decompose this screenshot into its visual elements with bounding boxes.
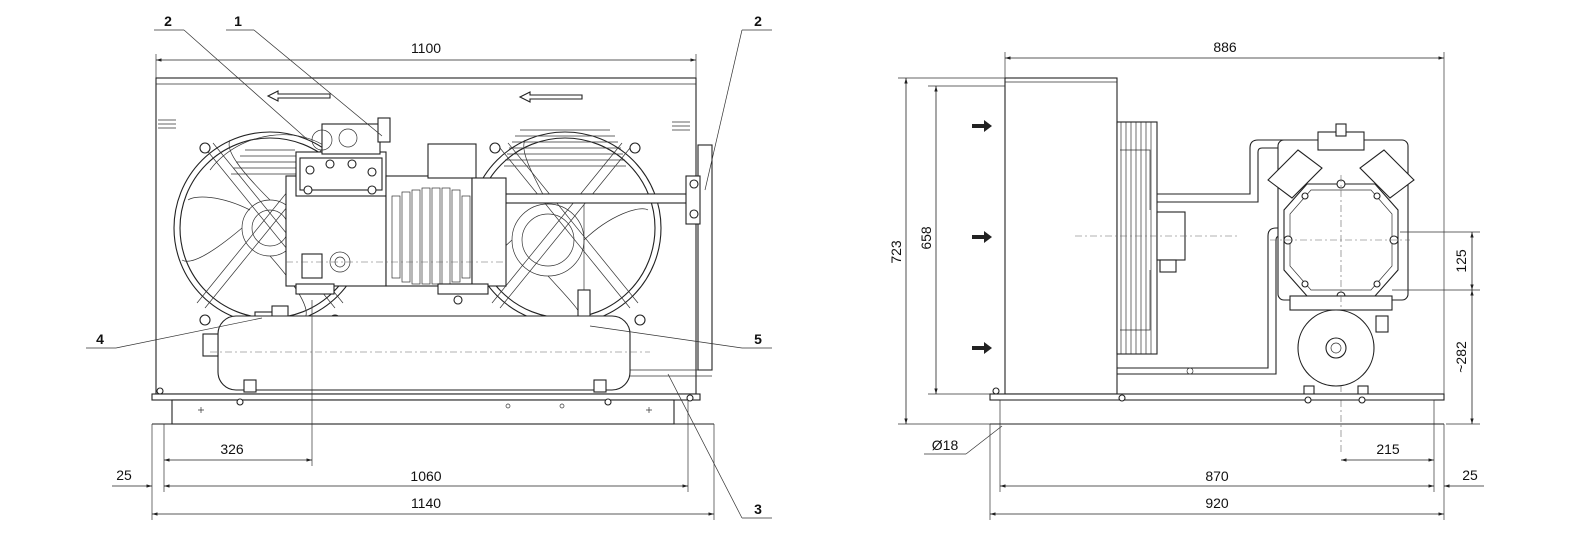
fan-guard-side xyxy=(1116,121,1186,355)
fan-left xyxy=(173,131,367,326)
dim-height-total: 723 xyxy=(888,240,904,264)
front-callouts: 2 1 2 4 5 3 xyxy=(86,13,772,519)
front-dimensions: 1100 326 25 1060 1140 xyxy=(112,40,715,520)
dim-edge-right: 25 xyxy=(1462,467,1478,483)
callout-4: 4 xyxy=(96,331,104,347)
dim-edge-left: 25 xyxy=(116,467,132,483)
compressor-front xyxy=(285,117,507,305)
dim-base-length: 1140 xyxy=(411,495,441,511)
callout-2-right: 2 xyxy=(754,13,762,29)
dim-base-depth: 920 xyxy=(1205,495,1229,511)
receiver-tank xyxy=(202,315,650,393)
dim-width-top: 1100 xyxy=(411,40,441,56)
compressor-side xyxy=(1267,123,1415,455)
callout-2-left: 2 xyxy=(164,13,172,29)
callout-3: 3 xyxy=(754,501,762,517)
dim-depth-top: 886 xyxy=(1213,39,1237,55)
airflow-arrows-top xyxy=(158,90,690,131)
dim-comp-right: 215 xyxy=(1376,441,1400,457)
dim-offset-left: 326 xyxy=(220,441,244,457)
dim-hole-dia: Ø18 xyxy=(932,437,959,453)
dim-rail-length: 1060 xyxy=(410,468,441,484)
dim-comp-offset: ~282 xyxy=(1453,341,1469,373)
dim-comp-height: 125 xyxy=(1453,249,1469,273)
side-dimensions: 886 723 658 125 ~282 Ø18 215 870 25 920 xyxy=(888,39,1484,520)
dim-height-coil: 658 xyxy=(918,226,934,250)
callout-5: 5 xyxy=(754,331,762,347)
callout-1: 1 xyxy=(234,13,242,29)
dim-rail-depth: 870 xyxy=(1205,468,1229,484)
front-view xyxy=(151,77,714,425)
side-view xyxy=(972,77,1445,455)
